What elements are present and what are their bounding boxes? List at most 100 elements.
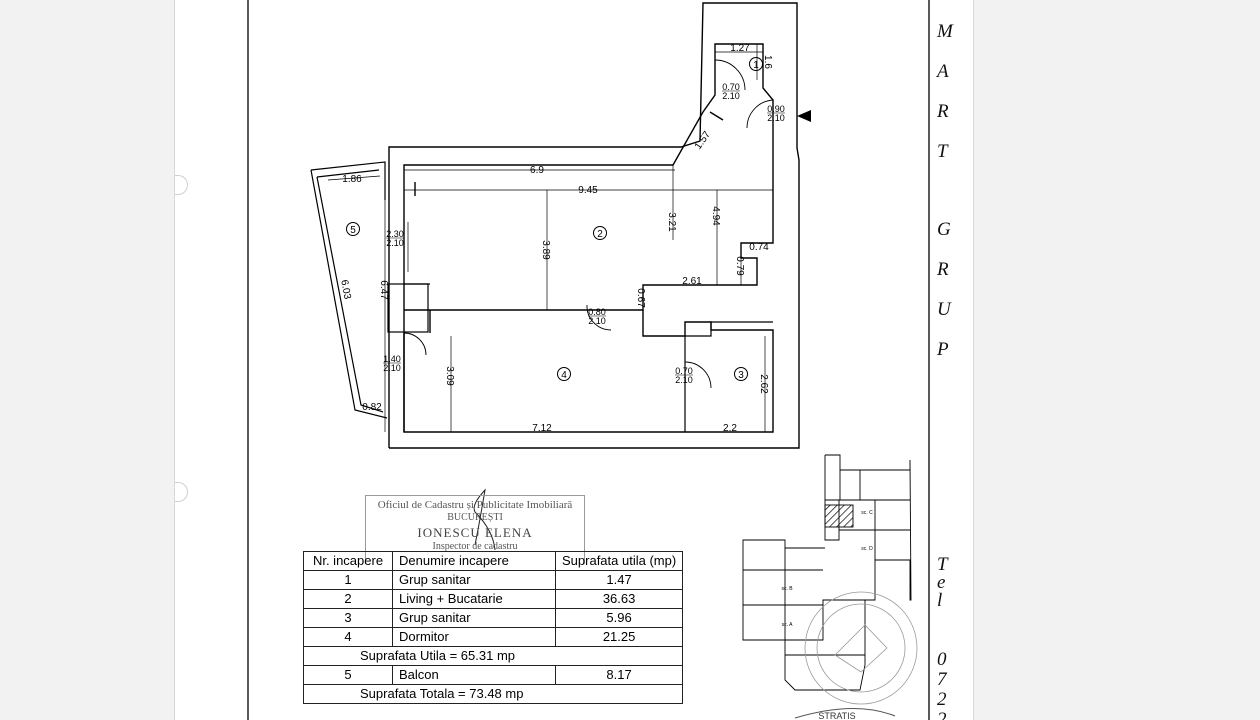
cell-room-number: 2 (303, 589, 393, 609)
round-seal-stamp (804, 591, 918, 705)
door-height: 2.10 (383, 363, 401, 373)
table-row: 4 Dormitor 21.25 (303, 627, 684, 647)
cell-room-number: 5 (303, 665, 393, 685)
cell-room-number: 3 (303, 608, 393, 628)
document-page: 1 2 3 4 5 1.27 1.6 6.9 9.45 1.57 1.86 3.… (174, 0, 974, 720)
total-area: Suprafata Totala = 73.48 mp (302, 684, 684, 704)
table-row: 1 Grup sanitar 1.47 (303, 570, 684, 590)
door-height: 2.10 (675, 375, 693, 385)
side-letter: R (937, 101, 949, 122)
door-height: 2.10 (588, 316, 606, 326)
seal-arc (794, 707, 896, 719)
cell-room-name: Grup sanitar (392, 570, 556, 590)
cell-room-name: Balcon (392, 665, 556, 685)
staircase-label: sc. B (781, 586, 793, 592)
door-width: 0.70 (722, 82, 740, 92)
room-number: 3 (738, 370, 744, 381)
side-phone-char: 7 (937, 669, 947, 690)
dimension-label: 1.57 (693, 129, 713, 152)
door-width: 0.90 (767, 104, 785, 114)
side-letter: A (937, 61, 949, 82)
header-usable-area: Suprafata utila (mp) (554, 551, 684, 571)
dimension-label: 1.6 (762, 55, 773, 69)
staircase-label: sc. C (861, 510, 873, 516)
site-plan (742, 454, 912, 691)
dimension-label: 9.45 (578, 185, 598, 196)
dimension-label: 1.27 (730, 43, 750, 54)
room-circles (346, 57, 763, 381)
subtotal-row: Suprafata Utila = 65.31 mp (302, 646, 684, 666)
header-room-name: Denumire incapere (392, 551, 556, 571)
handwritten-signature (473, 488, 496, 551)
table-header-row: Nr. incapere Denumire incapere Suprafata… (303, 551, 684, 571)
cell-room-name: Dormitor (392, 627, 556, 647)
side-phone-char: 2 (937, 689, 947, 710)
dimension-label: 6.9 (530, 165, 544, 176)
dimension-label: 0.67 (635, 288, 646, 308)
balcony-railing (310, 161, 388, 419)
floor-plan-drawing: 1 2 3 4 5 1.27 1.6 6.9 9.45 1.57 1.86 3.… (247, 0, 930, 720)
door-width: 0.80 (588, 307, 606, 317)
cell-area: 36.63 (554, 589, 684, 609)
cell-area: 5.96 (554, 608, 684, 628)
side-letter: G (937, 219, 951, 240)
door-swings (403, 59, 774, 389)
cell-room-number: 4 (303, 627, 393, 647)
door-width: 2.30 (386, 229, 404, 239)
door-height: 2.10 (386, 238, 404, 248)
interior-walls (387, 283, 773, 432)
cell-room-name: Grup sanitar (392, 608, 556, 628)
side-letter: P (937, 339, 949, 360)
door-height: 2.10 (767, 113, 785, 123)
side-letter: M (937, 21, 953, 42)
dimension-label: 1.86 (342, 174, 362, 185)
door-height: 2.10 (722, 91, 740, 101)
seal-fragment-text: STRATIS (818, 711, 855, 720)
room-number: 5 (350, 225, 356, 236)
dimension-label: 0.82 (362, 402, 382, 413)
entrance-arrow-icon (797, 110, 811, 122)
cell-area: 1.47 (554, 570, 684, 590)
header-room-number: Nr. incapere (303, 551, 393, 571)
table-row: 5 Balcon 8.17 (303, 665, 684, 685)
side-letter: R (937, 259, 949, 280)
dimension-label: 2.2 (723, 423, 737, 434)
table-row: 3 Grup sanitar 5.96 (303, 608, 684, 628)
dimension-label: 3.21 (666, 212, 677, 232)
cadastre-stamp: Oficiul de Cadastru și Publicitate Imobi… (365, 495, 585, 564)
apartment-location-hatch (824, 504, 854, 528)
stamp-inspector-title: Inspector de cadastru (432, 541, 518, 552)
total-row: Suprafata Totala = 73.48 mp (302, 684, 684, 704)
dimension-label: 0.79 (734, 256, 745, 276)
dimension-label: 7.12 (532, 423, 552, 434)
subtotal-usable-area: Suprafata Utila = 65.31 mp (302, 646, 684, 666)
cell-area: 21.25 (554, 627, 684, 647)
cell-room-number: 1 (303, 570, 393, 590)
area-table: Nr. incapere Denumire incapere Suprafata… (302, 551, 684, 704)
dimension-label: 6.47 (378, 280, 389, 300)
dimension-lines (327, 44, 773, 433)
dimension-label: 0.74 (749, 242, 769, 253)
staircase-label: sc. A (782, 622, 794, 628)
dimension-label: 2.62 (758, 374, 769, 394)
side-phone-char: 0 (937, 649, 947, 670)
dimension-label: 3.89 (540, 240, 551, 260)
door-width: 1.40 (383, 354, 401, 364)
cell-area: 8.17 (554, 665, 684, 685)
dimension-label: 6.03 (338, 279, 352, 301)
door-width: 0.70 (675, 366, 693, 376)
room-number: 4 (561, 370, 567, 381)
side-phone-char: l (937, 590, 943, 611)
staircase-label: sc. D (861, 546, 873, 552)
side-letter: T (937, 141, 948, 162)
stamp-office: Oficiul de Cadastru și Publicitate Imobi… (377, 499, 573, 511)
room-number: 1 (753, 60, 759, 71)
dimension-label: 4.94 (710, 206, 721, 226)
table-row: 2 Living + Bucatarie 36.63 (303, 589, 684, 609)
stamp-inspector-name: IONESCU ELENA (417, 525, 533, 540)
stamp-city: BUCUREȘTI (447, 512, 503, 523)
cell-room-name: Living + Bucatarie (392, 589, 556, 609)
room-number: 2 (597, 229, 603, 240)
dimension-label: 2.61 (682, 276, 702, 287)
dimension-label: 3.09 (444, 366, 455, 386)
